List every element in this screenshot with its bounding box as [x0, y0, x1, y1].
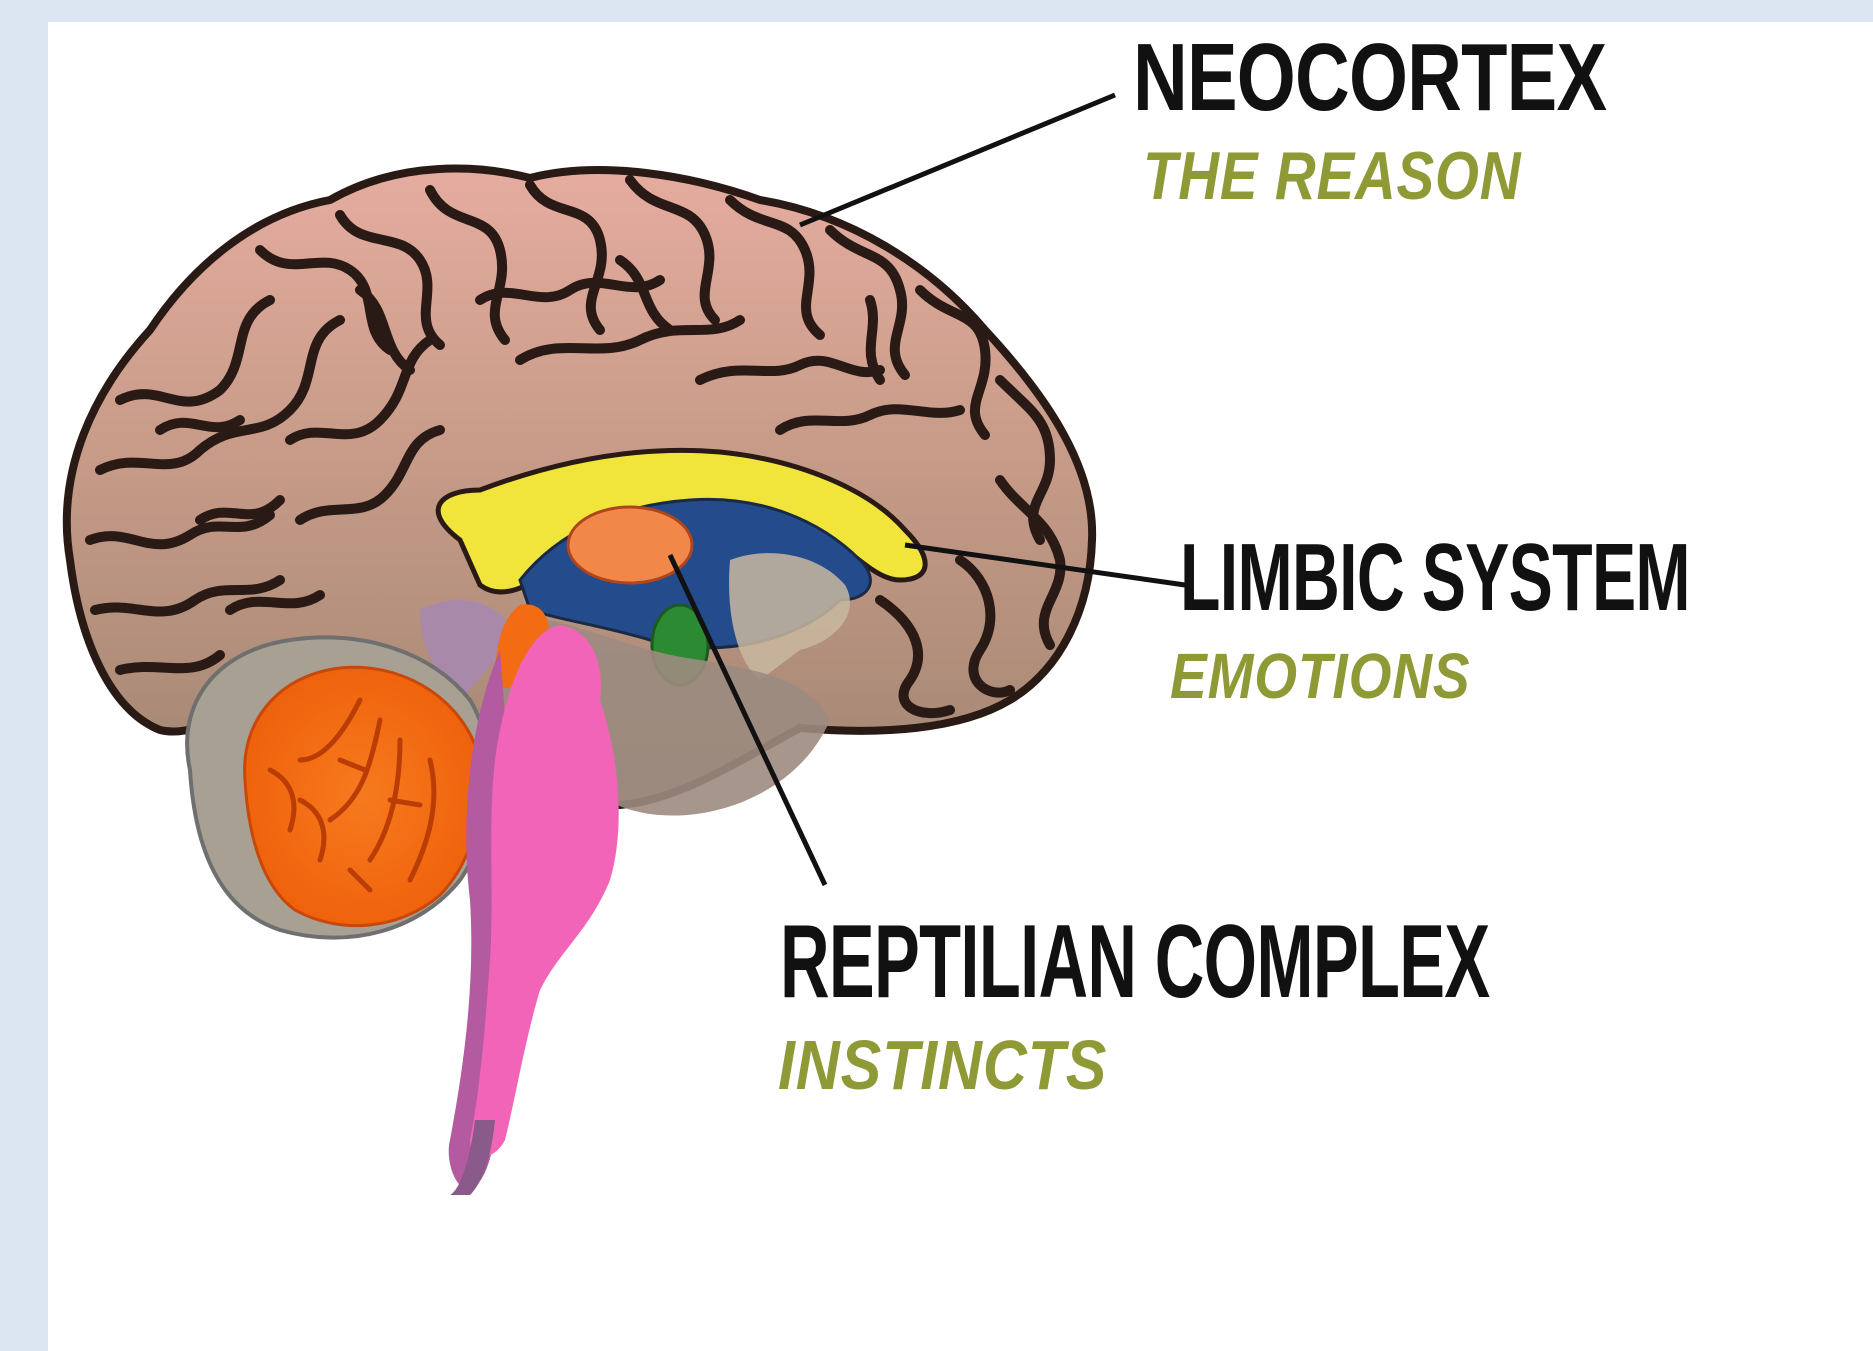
thalamus-shape: [568, 507, 692, 583]
limbic-system-title: LIMBIC SYSTEM: [1180, 530, 1690, 626]
neocortex-leader-line: [800, 95, 1115, 225]
reptilian-complex-subtitle: INSTINCTS: [778, 1030, 1107, 1100]
limbic-system-subtitle: EMOTIONS: [1170, 644, 1470, 708]
reptilian-complex-title: REPTILIAN COMPLEX: [780, 910, 1490, 1014]
neocortex-subtitle: THE REASON: [1143, 142, 1521, 210]
cerebellum-region: [187, 638, 490, 938]
neocortex-title: NEOCORTEX: [1133, 30, 1606, 126]
